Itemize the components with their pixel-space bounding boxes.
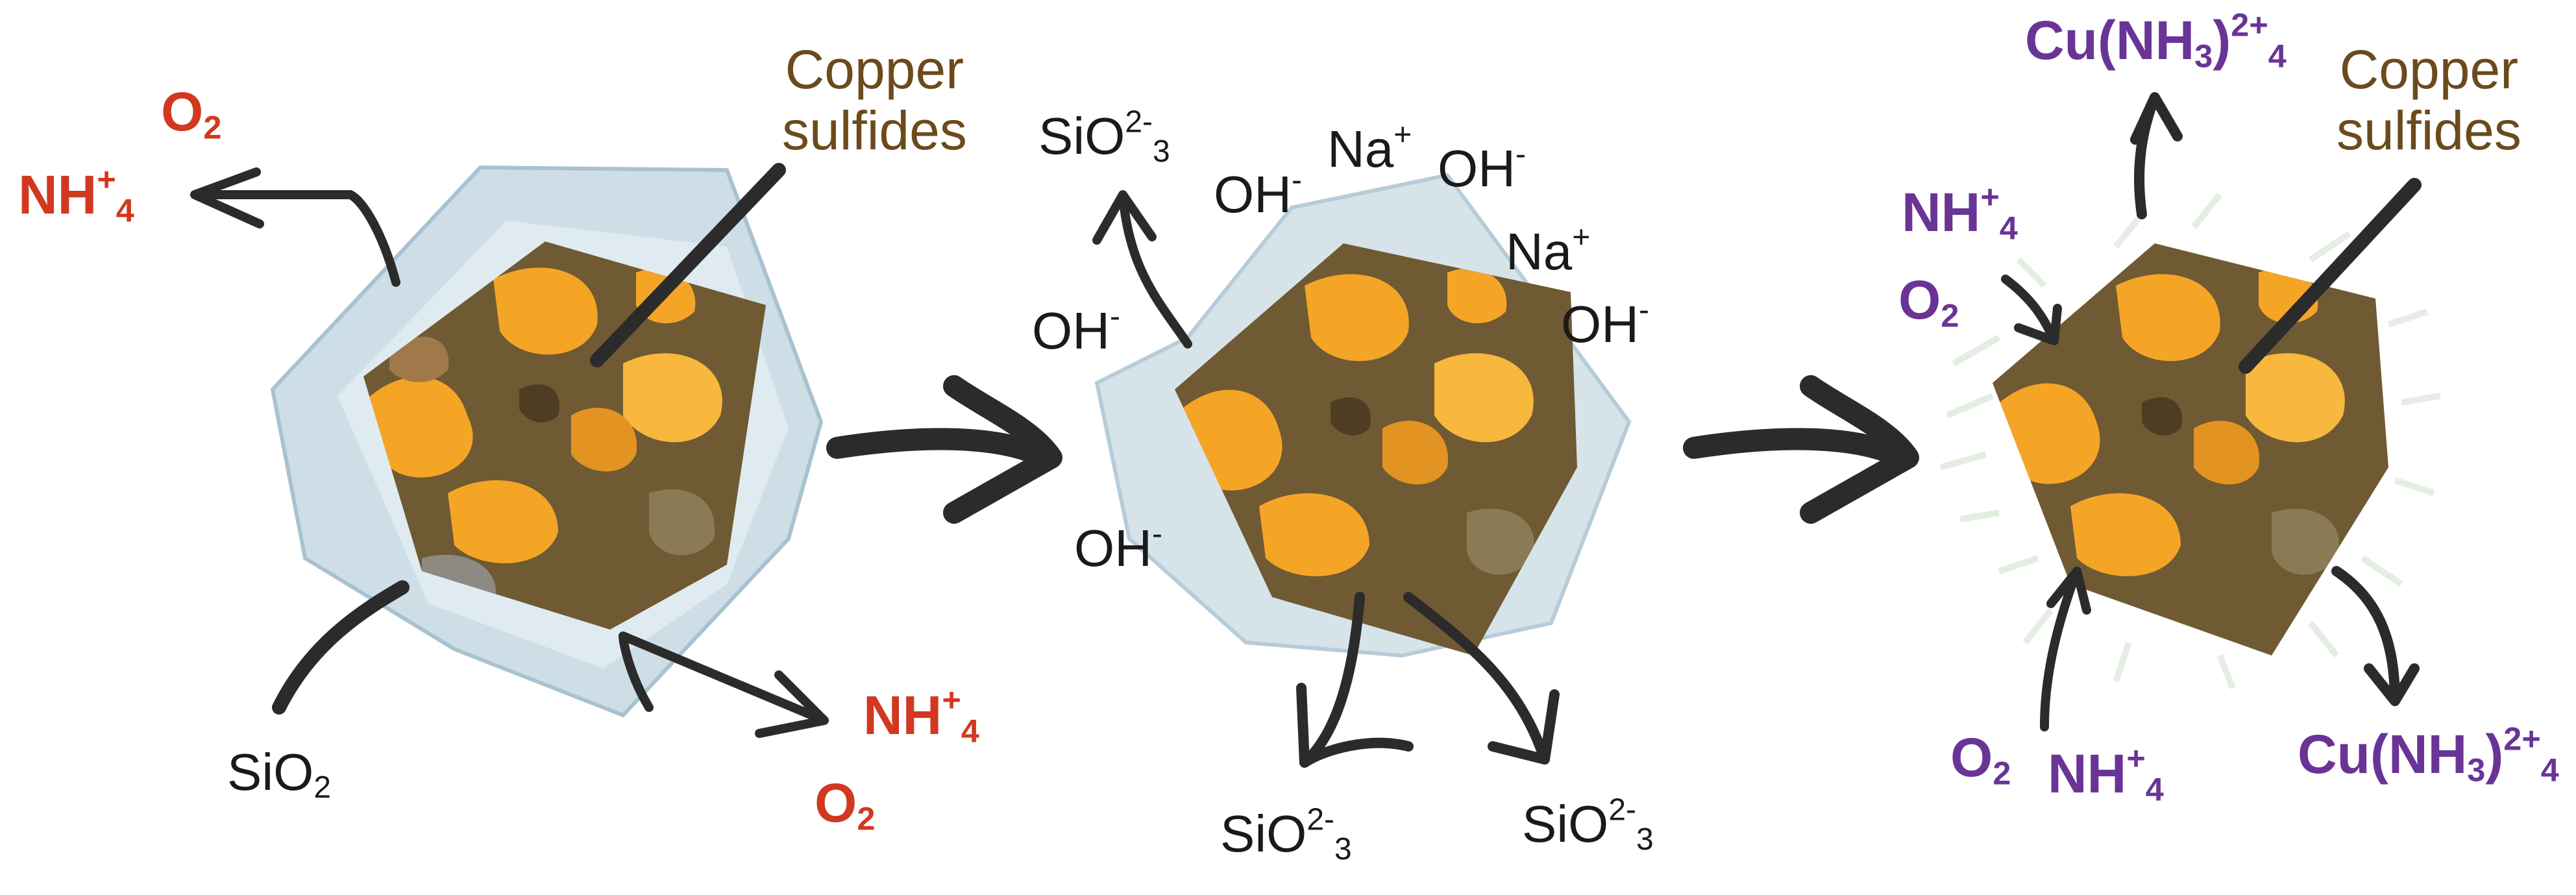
arrow-sio3-out-bottom-left xyxy=(1296,592,1414,768)
pointer-copper-sulfides-3 xyxy=(2239,178,2422,374)
label-cu-complex-bottom-stage3: Cu(NH3)2+4 xyxy=(2298,720,2559,789)
label-oh-2-stage2: OH- xyxy=(1438,137,1526,197)
arrow-stage2-to-stage3 xyxy=(1683,375,1919,524)
arrow-o2-nh4-out-top xyxy=(190,167,400,287)
label-sio3-bottom-right-stage2: SiO2-3 xyxy=(1522,792,1654,857)
particle-stage-1 xyxy=(270,165,824,718)
label-oh-1-stage2: OH- xyxy=(1214,163,1302,223)
label-na-top-stage2: Na+ xyxy=(1327,117,1412,178)
label-o2-bottom-stage1: O2 xyxy=(815,772,876,837)
label-nh4-bottom-stage3: NH+4 xyxy=(2048,739,2164,808)
label-nh4-top-stage1: NH+4 xyxy=(18,160,134,229)
label-sio3-top-stage2: SiO2-3 xyxy=(1038,104,1170,169)
arrow-sio2-in xyxy=(272,580,410,715)
arrow-sio3-out-top xyxy=(1092,190,1192,349)
dissolved-shell-wisps xyxy=(1939,192,2441,689)
label-copper-sulfides-stage3: Copper sulfides xyxy=(2337,39,2521,162)
label-o2-bottom-stage3: O2 xyxy=(1950,727,2011,792)
particle-stage-3 xyxy=(1939,192,2441,689)
arrow-cu-complex-out-bottom xyxy=(2331,566,2420,706)
arrow-o2-nh4-in-bottom xyxy=(2040,567,2091,731)
arrow-sio3-out-bottom-right xyxy=(1403,592,1560,765)
label-oh-bottom-stage2: OH- xyxy=(1074,517,1162,577)
arrow-o2-nh4-out-bottom xyxy=(619,631,829,738)
arrow-cu-complex-out-top xyxy=(2130,92,2183,219)
sulfide-texture-2 xyxy=(1175,268,1534,576)
sulfide-texture-1 xyxy=(363,267,722,604)
label-nh4-bottom-stage1: NH+4 xyxy=(863,681,979,750)
arrow-stage1-to-stage2 xyxy=(826,375,1062,524)
label-oh-left-stage2: OH- xyxy=(1032,299,1120,360)
label-sio2-stage1: SiO2 xyxy=(227,743,332,805)
arrows xyxy=(190,92,2422,768)
label-nh4-left-stage3: NH+4 xyxy=(1902,178,2018,247)
label-copper-sulfides-stage1: Copper sulfides xyxy=(782,39,967,162)
label-cu-complex-top-stage3: Cu(NH3)2+4 xyxy=(2025,6,2287,75)
particle-stage-2 xyxy=(1094,173,1632,658)
label-sio3-bottom-left-stage2: SiO2-3 xyxy=(1220,802,1352,866)
label-oh-right-stage2: OH- xyxy=(1561,293,1649,353)
label-o2-top-stage1: O2 xyxy=(161,81,222,146)
label-na-right-stage2: Na+ xyxy=(1506,220,1591,280)
pointer-copper-sulfides-1 xyxy=(590,163,786,367)
arrow-o2-nh4-in-left xyxy=(2001,275,2062,345)
label-o2-left-stage3: O2 xyxy=(1898,269,1959,334)
